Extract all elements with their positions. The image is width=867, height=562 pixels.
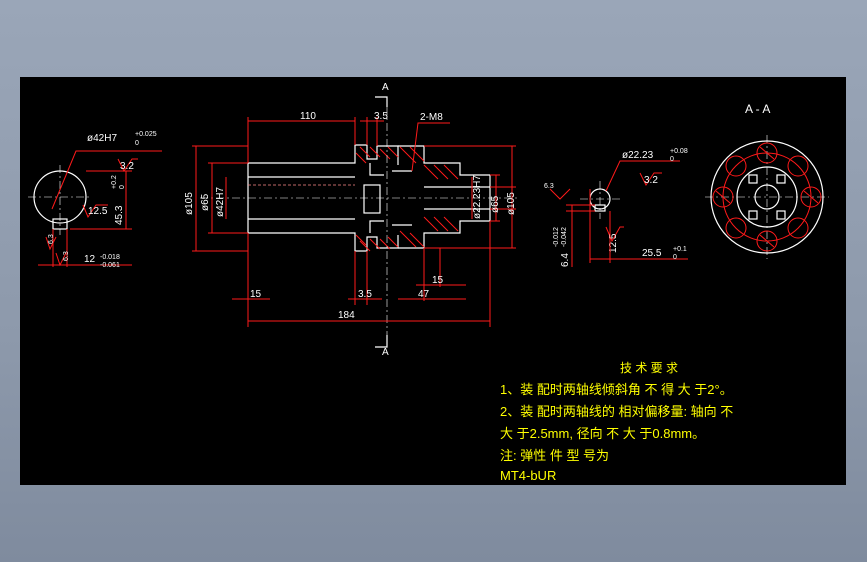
left-bore-fit: ø42H7 (87, 133, 117, 144)
right-keyway-roughness-symbol (605, 226, 624, 243)
right-keyway-depth: 25.5 (642, 248, 662, 259)
left-keyway-depth: 45.3 (114, 205, 125, 225)
left-depth-tol-lower: 0 (119, 185, 126, 189)
aa-elastic-lobes (712, 142, 822, 252)
left-keyway-width: 12 (84, 254, 96, 265)
right-end-view: ø22.23 +0.08 0 3.2 6.3 6.4 -0.012 -0.042… (544, 148, 688, 267)
notes-line-2: 2、装 配时两轴线的 相对偏移量: 轴向 不 (500, 404, 733, 419)
right-keyway-roughness: 12.5 (608, 233, 619, 253)
notes-heading: 技 术 要 求 (620, 361, 678, 375)
left-side-roughness-b-symbol (55, 252, 67, 267)
left-hub-hatch (355, 146, 399, 252)
right-bore-tol-lower: 0 (670, 156, 674, 163)
dim-47: 47 (418, 289, 430, 300)
right-bore-tol-upper: +0.08 (670, 148, 688, 155)
dia65-left: ø65 (200, 193, 211, 211)
right-bore-leader (605, 160, 680, 192)
bore22: ø22.23H7 (472, 175, 483, 219)
left-side-roughness-a: 6.3 (48, 234, 55, 244)
right-roughness-main: 3.2 (644, 175, 658, 186)
dim-15-left: 15 (250, 289, 262, 300)
left-bore-leader (51, 150, 162, 210)
dim-15-right: 15 (432, 275, 444, 286)
dia105-left: ø105 (184, 192, 195, 215)
left-side-roughness-b: 6.3 (63, 251, 70, 261)
technical-notes: 技 术 要 求 1、装 配时两轴线倾斜角 不 得 大 于2°。 2、装 配时两轴… (500, 361, 733, 483)
notes-line-4: 注: 弹性 件 型 号为 (500, 448, 609, 463)
bore42: ø42H7 (215, 187, 226, 217)
left-width-tol-lower: -0.061 (100, 262, 120, 269)
right-keyway-width: 6.4 (560, 253, 571, 267)
drawing-sheet: ø42H7 +0.025 0 3.2 45.3 +0.2 0 12.5 12 -… (20, 77, 846, 485)
right-width-tol-upper: -0.012 (553, 227, 560, 247)
elastic-element (363, 184, 381, 214)
left-side-roughness-a-symbol (45, 236, 57, 251)
left-end-view: ø42H7 +0.025 0 3.2 45.3 +0.2 0 12.5 12 -… (28, 131, 162, 269)
notes-line-3: 大 于2.5mm, 径向 不 大 于0.8mm。 (500, 426, 705, 441)
left-width-tol-upper: -0.018 (100, 254, 120, 261)
left-keyway-roughness-symbol (82, 204, 108, 219)
right-roughness-symbol (639, 172, 662, 186)
dim-110: 110 (300, 111, 316, 122)
dim-3-5-bottom: 3.5 (358, 289, 372, 300)
thread-callout: 2-M8 (420, 112, 443, 123)
section-cut-top-arrow (375, 96, 388, 107)
right-bore: ø22.23 (622, 150, 654, 161)
notes-line-5: MT4-bUR (500, 468, 556, 483)
dim-184: 184 (338, 310, 355, 321)
dia105-right: ø105 (506, 192, 517, 215)
left-hub-lower-profile (248, 232, 399, 252)
dia65-right: ø65 (490, 195, 501, 213)
section-aa-view: A - A (705, 102, 829, 259)
cad-drawing: ø42H7 +0.025 0 3.2 45.3 +0.2 0 12.5 12 -… (28, 82, 829, 483)
right-hub-hatch (399, 146, 459, 248)
right-side-roughness-symbol (549, 188, 571, 200)
left-roughness-main: 3.2 (120, 161, 134, 172)
left-depth-tol-upper: +0.2 (111, 175, 118, 189)
right-width-tol-lower: -0.042 (561, 227, 568, 247)
left-bore-tol-upper: +0.025 (135, 131, 157, 138)
section-aa-title: A - A (745, 102, 770, 116)
right-side-roughness: 6.3 (544, 183, 554, 190)
right-hub-upper-profile (398, 145, 490, 176)
jaw-detail (369, 163, 384, 233)
left-bore-tol-lower: 0 (135, 140, 139, 147)
thread-leader (411, 122, 450, 172)
right-depth-tol-lower: 0 (673, 254, 677, 261)
right-depth-tol-upper: +0.1 (673, 246, 687, 253)
section-cut-bottom-arrow (375, 335, 388, 348)
dim-3-5-top: 3.5 (374, 111, 388, 122)
notes-line-1: 1、装 配时两轴线倾斜角 不 得 大 于2°。 (500, 382, 733, 397)
section-cut-bottom-label: A (382, 347, 389, 358)
aa-jaw-blocks (748, 174, 786, 220)
left-keyway-roughness: 12.5 (88, 206, 108, 217)
right-hub-lower-profile (398, 220, 490, 249)
left-hub-upper-profile (248, 144, 399, 165)
section-cut-top-label: A (382, 82, 389, 93)
left-roughness-symbol (117, 158, 138, 172)
main-section-view: A A (184, 82, 520, 358)
